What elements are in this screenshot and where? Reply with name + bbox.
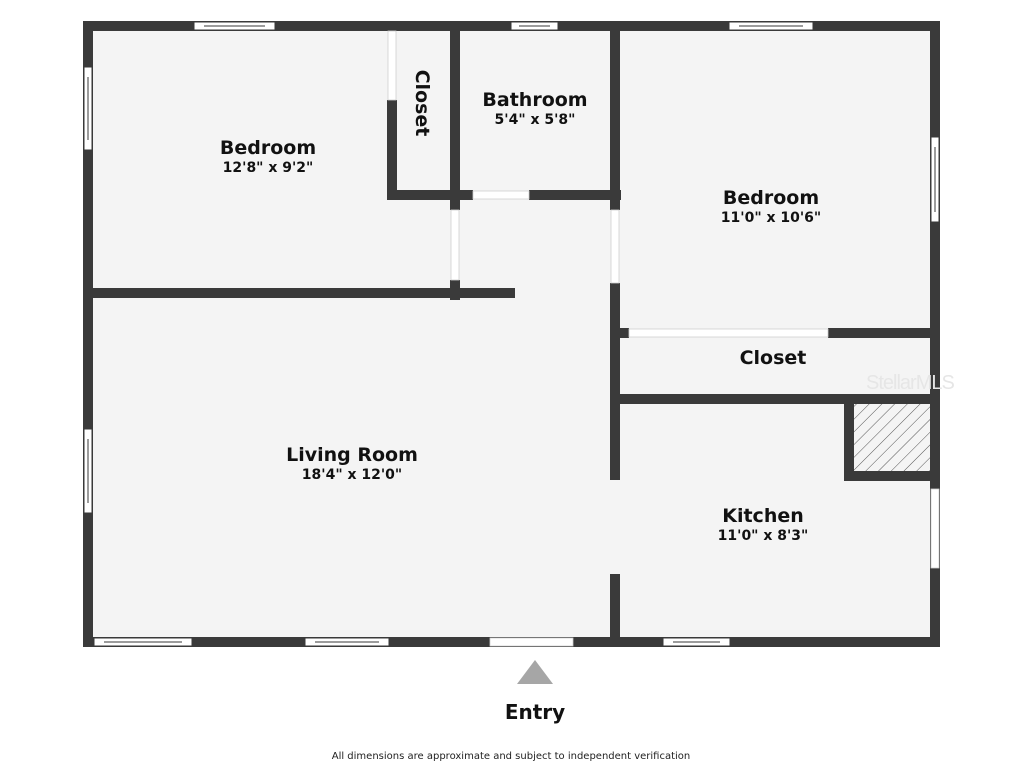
entry-label: Entry [504, 700, 566, 724]
room-dimensions: 5'4" x 5'8" [494, 112, 576, 128]
room-label-closet-1: Closet [411, 69, 433, 137]
room-name: Bedroom [219, 137, 317, 159]
room-dimensions: 11'0" x 8'3" [717, 528, 809, 544]
windows [83, 21, 940, 647]
room-label-bedroom-2: Bedroom 11'0" x 10'6" [721, 187, 821, 227]
room-name: Bedroom [722, 187, 820, 209]
room-label-living-room: Living Room 18'4" x 12'0" [286, 444, 418, 484]
room-name: Kitchen [722, 505, 804, 527]
room-label-kitchen: Kitchen 11'0" x 8'3" [718, 505, 809, 545]
room-label-bathroom: Bathroom 5'4" x 5'8" [482, 89, 587, 129]
room-dimensions: 12'8" x 9'2" [222, 160, 314, 176]
room-name: Living Room [286, 444, 418, 466]
room-name: Closet [739, 347, 807, 369]
disclaimer-text: All dimensions are approximate and subje… [331, 751, 691, 762]
triangle-up-icon [517, 660, 553, 684]
hatched-utility-area [854, 404, 930, 471]
room-label-closet-2: Closet [740, 347, 807, 369]
room-name: Bathroom [482, 89, 588, 111]
room-label-bedroom-1: Bedroom 12'8" x 9'2" [220, 137, 316, 177]
room-dimensions: 11'0" x 10'6" [720, 210, 822, 226]
door-openings [387, 30, 940, 647]
watermark: StellarMLS [866, 372, 955, 394]
room-dimensions: 18'4" x 12'0" [301, 467, 403, 483]
